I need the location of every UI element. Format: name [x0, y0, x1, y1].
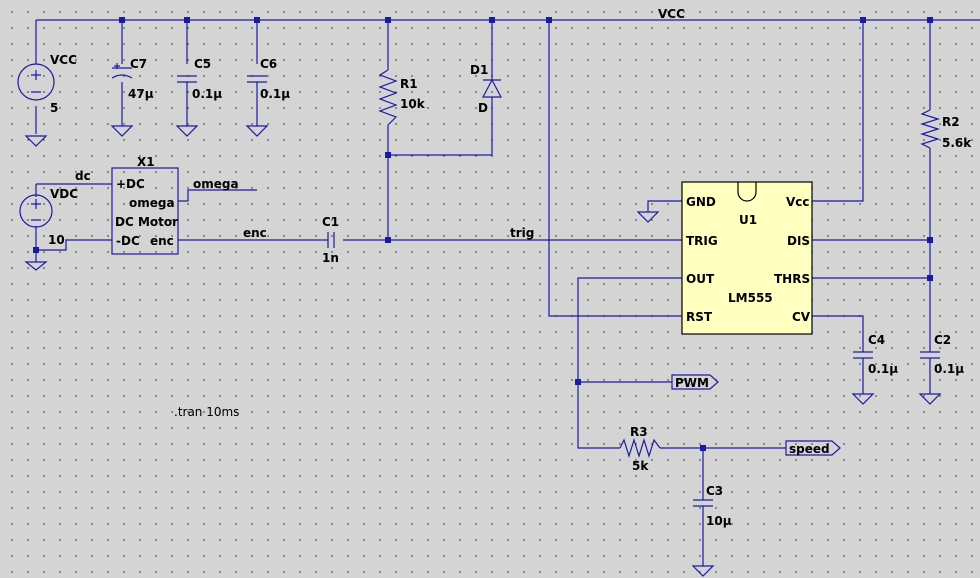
- u1-pin-vcc: Vcc: [786, 195, 810, 209]
- port-speed[interactable]: [785, 440, 841, 456]
- c6-name: C6: [260, 57, 277, 71]
- x1-title: DC Motor: [115, 215, 178, 229]
- port-pwm[interactable]: [671, 374, 719, 390]
- u1-pin-thrs: THRS: [774, 272, 810, 286]
- resistor-r3[interactable]: [619, 437, 661, 459]
- vcc-source[interactable]: [17, 63, 55, 147]
- port-pwm-label: PWM: [675, 376, 709, 390]
- c4-name: C4: [868, 333, 885, 347]
- c1-value: 1n: [322, 251, 339, 265]
- net-label-dc: dc: [75, 169, 91, 183]
- r2-name: R2: [942, 115, 960, 129]
- u1-pin-cv: CV: [792, 310, 811, 324]
- resistor-r2[interactable]: [919, 109, 941, 149]
- c3-value: 10µ: [706, 514, 732, 528]
- c7-name: C7: [130, 57, 147, 71]
- c7-value: 47µ: [128, 87, 154, 101]
- capacitor-c3[interactable]: [691, 499, 715, 577]
- x1-pin-omega: omega: [129, 196, 175, 210]
- capacitor-c6[interactable]: [245, 75, 269, 137]
- port-speed-label: speed: [789, 442, 830, 456]
- x1-pin-enc: enc: [150, 234, 174, 248]
- vdc-source-name: VDC: [50, 187, 78, 201]
- capacitor-c2[interactable]: [918, 351, 942, 405]
- c2-name: C2: [934, 333, 951, 347]
- u1-pin-out: OUT: [686, 272, 715, 286]
- c5-value: 0.1µ: [192, 87, 222, 101]
- ground-u1: [636, 211, 660, 223]
- net-label-enc: enc: [243, 226, 267, 240]
- spice-directive[interactable]: .tran 10ms: [174, 405, 239, 419]
- wires: [35, 19, 980, 566]
- r1-value: 10k: [400, 97, 426, 111]
- d1-value: D: [478, 101, 488, 115]
- diode-d1[interactable]: [482, 70, 502, 107]
- u1-model: LM555: [728, 291, 773, 305]
- u1-pin-rst: RST: [686, 310, 713, 324]
- vdc-source[interactable]: [19, 194, 53, 271]
- capacitor-c4[interactable]: [851, 351, 875, 405]
- r3-name: R3: [630, 425, 648, 439]
- capacitor-c7[interactable]: [110, 63, 134, 137]
- net-label-trig: trig: [510, 226, 534, 240]
- net-label-vcc: VCC: [658, 7, 685, 21]
- c1-name: C1: [322, 215, 339, 229]
- c5-name: C5: [194, 57, 211, 71]
- vcc-source-name: VCC: [50, 53, 77, 67]
- capacitor-c1[interactable]: [327, 232, 335, 248]
- x1-pin-minus-dc: -DC: [116, 234, 140, 248]
- c6-value: 0.1µ: [260, 87, 290, 101]
- d1-name: D1: [470, 63, 488, 77]
- timer-ic-u1[interactable]: [681, 181, 813, 335]
- r2-value: 5.6k: [942, 136, 972, 150]
- c3-name: C3: [706, 484, 723, 498]
- c4-value: 0.1µ: [868, 362, 898, 376]
- u1-pin-dis: DIS: [787, 234, 810, 248]
- x1-name: X1: [137, 155, 155, 169]
- junctions: [33, 17, 933, 451]
- u1-pin-gnd: GND: [686, 195, 716, 209]
- dc-motor-x1[interactable]: [111, 167, 179, 255]
- r1-name: R1: [400, 77, 418, 91]
- vcc-source-value: 5: [50, 101, 58, 115]
- capacitor-c5[interactable]: [175, 75, 199, 137]
- resistor-r1[interactable]: [378, 69, 398, 126]
- c2-value: 0.1µ: [934, 362, 964, 376]
- net-label-omega: omega: [193, 177, 239, 191]
- u1-name: U1: [739, 213, 757, 227]
- r3-value: 5k: [632, 459, 649, 473]
- vdc-source-value: 10: [48, 233, 65, 247]
- u1-pin-trig: TRIG: [686, 234, 718, 248]
- x1-pin-plus-dc: +DC: [116, 177, 145, 191]
